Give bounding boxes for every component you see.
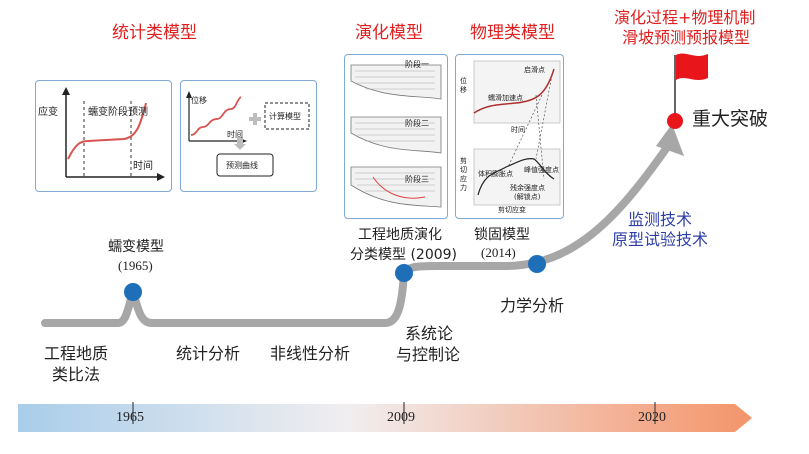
creep-model-year: (1965)	[118, 258, 153, 273]
geo-model-line2: 分类模型 (2009)	[350, 247, 458, 263]
creep-stage-label: 蠕变阶段预测	[88, 107, 148, 118]
creep-accel-point-label: 蠕滑加速点	[488, 94, 523, 102]
goal-title-line1: 演化过程+物理机制	[614, 8, 756, 27]
time-axis-label-2: 时间	[227, 130, 243, 139]
slope-stage-sketches	[350, 64, 442, 208]
evolution-stages-panel: 阶段一 阶段二 阶段三	[344, 54, 448, 219]
nonlinear-analysis-label: 非线性分析	[270, 344, 351, 363]
displacement-plot	[186, 91, 310, 177]
geo-analogy-line2: 类比法	[52, 365, 101, 384]
locked-segment-plot	[473, 60, 561, 206]
mechanics-analysis-label: 力学分析	[500, 296, 565, 315]
node-2014	[528, 255, 546, 273]
year-1965: 1965	[116, 410, 144, 425]
time-axis-label-3: 时间	[511, 126, 525, 134]
unlock-point-label: (解锁点)	[514, 193, 541, 201]
shear-stress-axis-label: 剪切应力	[460, 157, 467, 192]
displacement-axis-label: 位移	[191, 96, 207, 105]
systems-theory-line2: 与控制论	[396, 345, 461, 364]
residual-strength-point-label: 残余强度点	[510, 184, 545, 192]
statistical-models-header: 统计类模型	[112, 23, 197, 43]
lock-model-label: 锁固模型	[474, 227, 530, 243]
stage-two-label: 阶段二	[405, 119, 429, 128]
monitoring-tech-label: 监测技术	[628, 210, 693, 229]
stage-three-label: 阶段三	[405, 175, 429, 184]
red-flag-icon	[676, 53, 708, 80]
major-breakthrough-label: 重大突破	[692, 108, 769, 130]
goal-title-line2: 滑坡预测预报模型	[622, 28, 751, 47]
prototype-test-label: 原型试验技术	[612, 230, 709, 249]
year-2020: 2020	[638, 410, 666, 425]
creep-curve-plot	[62, 87, 165, 181]
stage-one-label: 阶段一	[405, 60, 429, 69]
displacement-axis-label-2: 位移	[460, 77, 467, 94]
dilation-point-label: 体积膨胀点	[478, 170, 513, 178]
displacement-model-panel: 位移 时间 计算模型 预测曲线	[180, 80, 317, 192]
start-slide-point-label: 启滑点	[524, 66, 545, 74]
peak-strength-point-label: 峰值强度点	[524, 166, 559, 174]
systems-theory-line1: 系统论	[405, 324, 454, 343]
node-2009	[395, 264, 413, 282]
prediction-curve-box: 预测曲线	[226, 161, 258, 170]
creep-model-label: 蠕变模型	[108, 239, 164, 255]
breakthrough-node	[667, 113, 683, 129]
physical-models-header: 物理类模型	[470, 23, 555, 43]
strain-axis-label: 应变	[38, 107, 58, 118]
calc-model-box: 计算模型	[269, 112, 301, 121]
statistical-analysis-label: 统计分析	[176, 344, 241, 363]
shear-strain-axis-label: 剪切应变	[498, 206, 526, 214]
physical-model-panel: 位移 启滑点 蠕滑加速点 时间 剪切应力 体积膨胀点 峰值强度点 残余强度点 (…	[455, 54, 564, 219]
node-1965	[124, 283, 142, 301]
lock-model-year: (2014)	[481, 245, 516, 260]
geo-model-line1: 工程地质演化	[358, 227, 442, 243]
time-axis-label: 时间	[133, 161, 153, 172]
evolution-model-header: 演化模型	[355, 23, 423, 43]
year-2009: 2009	[387, 410, 415, 425]
creep-prediction-panel: 应变 蠕变阶段预测 时间	[35, 80, 172, 192]
geo-analogy-line1: 工程地质	[44, 344, 109, 363]
